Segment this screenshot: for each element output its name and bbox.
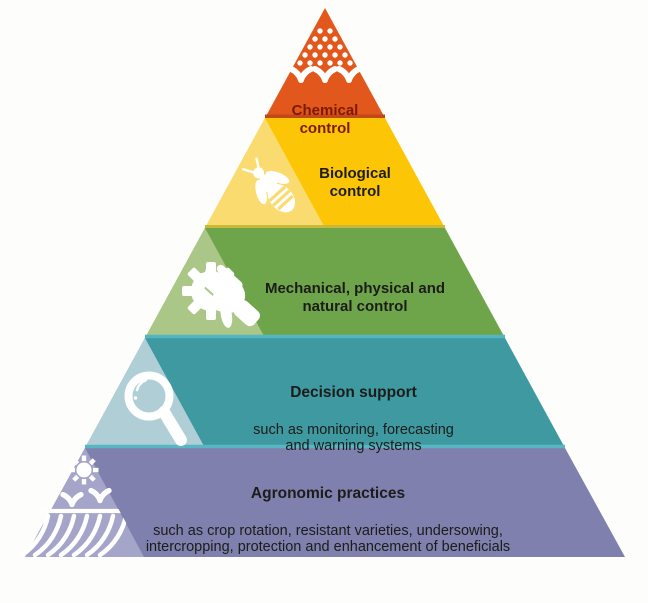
tier-subtitle: such as crop rotation, resistant varieti… [145, 522, 511, 556]
tier-biological-wedge [205, 118, 325, 228]
tier-title: Mechanical, physical and natural control [264, 280, 446, 315]
tier-chemical-shape [265, 8, 385, 118]
tier-agronomic-shape [25, 448, 625, 557]
tier-label-agronomic-practices: Agronomic practices such as crop rotatio… [116, 467, 540, 575]
spray-droplets-icon [291, 28, 359, 80]
tier-title: Chemical control [291, 102, 359, 137]
tier-subtitle: such as monitoring, forecasting and warn… [253, 421, 454, 455]
tier-title: Agronomic practices [250, 485, 406, 503]
tier-decision-shape [85, 338, 565, 448]
tier-title: Biological control [319, 165, 391, 200]
hand-gear-icon [182, 262, 260, 328]
tier-title: Decision support [290, 384, 417, 402]
magnifying-glass-icon [124, 371, 187, 446]
tier-label-mechanical-control: Mechanical, physical and natural control [240, 262, 470, 333]
bee-icon [242, 157, 296, 213]
tier-label-biological-control: Biological control [303, 147, 407, 218]
tier-label-chemical-control: Chemical control [281, 84, 369, 155]
tier-label-decision-support: Decision support such as monitoring, for… [246, 366, 461, 474]
